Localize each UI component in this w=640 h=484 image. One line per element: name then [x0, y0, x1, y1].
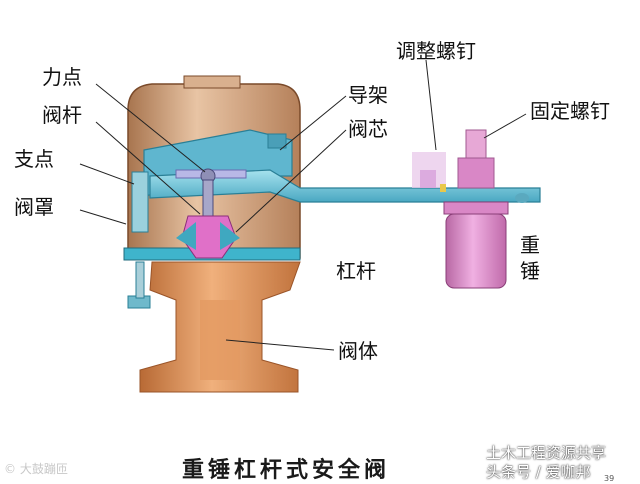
label-heavy-weight: 重 锤: [520, 232, 544, 284]
label-adjusting-screw: 调整螺钉: [396, 40, 476, 62]
valve-body: [140, 262, 300, 392]
label-valve-cover: 阀罩: [14, 196, 54, 218]
heavy-weight: [444, 193, 529, 288]
label-valve-body: 阀体: [338, 340, 378, 362]
watermark-left: © 大鼓蹦匝: [4, 460, 68, 477]
label-guide-frame: 导架: [348, 84, 388, 106]
adjusting-screw: [412, 152, 446, 192]
label-lever: 杠杆: [336, 260, 376, 282]
fixed-screw: [458, 130, 494, 188]
label-fixed-screw: 固定螺钉: [530, 100, 610, 122]
label-valve-core: 阀芯: [348, 118, 388, 140]
figure-caption: 重锤杠杆式安全阀: [182, 452, 390, 484]
label-fulcrum: 支点: [14, 148, 54, 170]
watermark-right: 土木工程资源共享 头条号 / 爱咖邦: [486, 444, 606, 482]
label-valve-stem: 阀杆: [42, 104, 82, 126]
page-number: 39: [604, 474, 614, 483]
label-force-point: 力点: [42, 66, 82, 88]
